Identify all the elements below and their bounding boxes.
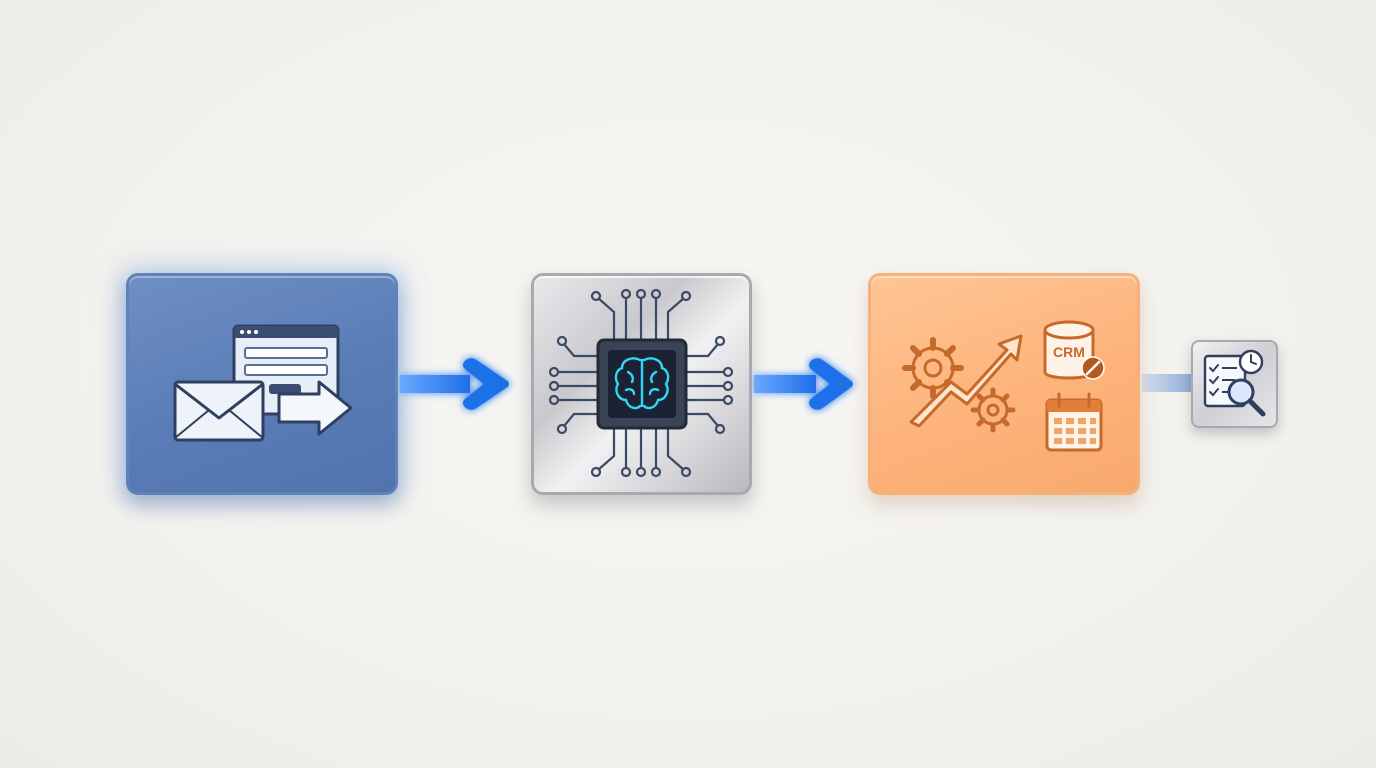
- clock-icon: [1238, 349, 1264, 375]
- ai-processing-node: [531, 273, 752, 495]
- actions-node-icons: CRM: [902, 320, 1105, 452]
- review-node: [1191, 340, 1278, 428]
- flow-arrow-1: [400, 358, 509, 410]
- ai-node-icons: [548, 288, 734, 478]
- magnifier-icon: [1227, 378, 1266, 417]
- envelope-icon: [173, 380, 265, 442]
- flow-arrow-2: [754, 358, 853, 410]
- review-link: [1142, 374, 1192, 392]
- brain-icon: [614, 357, 670, 410]
- forward-arrow-icon: [277, 380, 353, 436]
- actions-node: CRM: [868, 273, 1140, 495]
- circuit-icon: [548, 288, 734, 478]
- growth-arrow-icon: [909, 334, 1023, 428]
- calendar-icon: [1045, 392, 1103, 452]
- crm-label: CRM: [1053, 344, 1085, 360]
- input-node: [126, 273, 398, 495]
- crm-database-icon: CRM: [1043, 320, 1105, 380]
- review-node-icons: [1203, 349, 1266, 417]
- input-node-icons: [173, 324, 353, 442]
